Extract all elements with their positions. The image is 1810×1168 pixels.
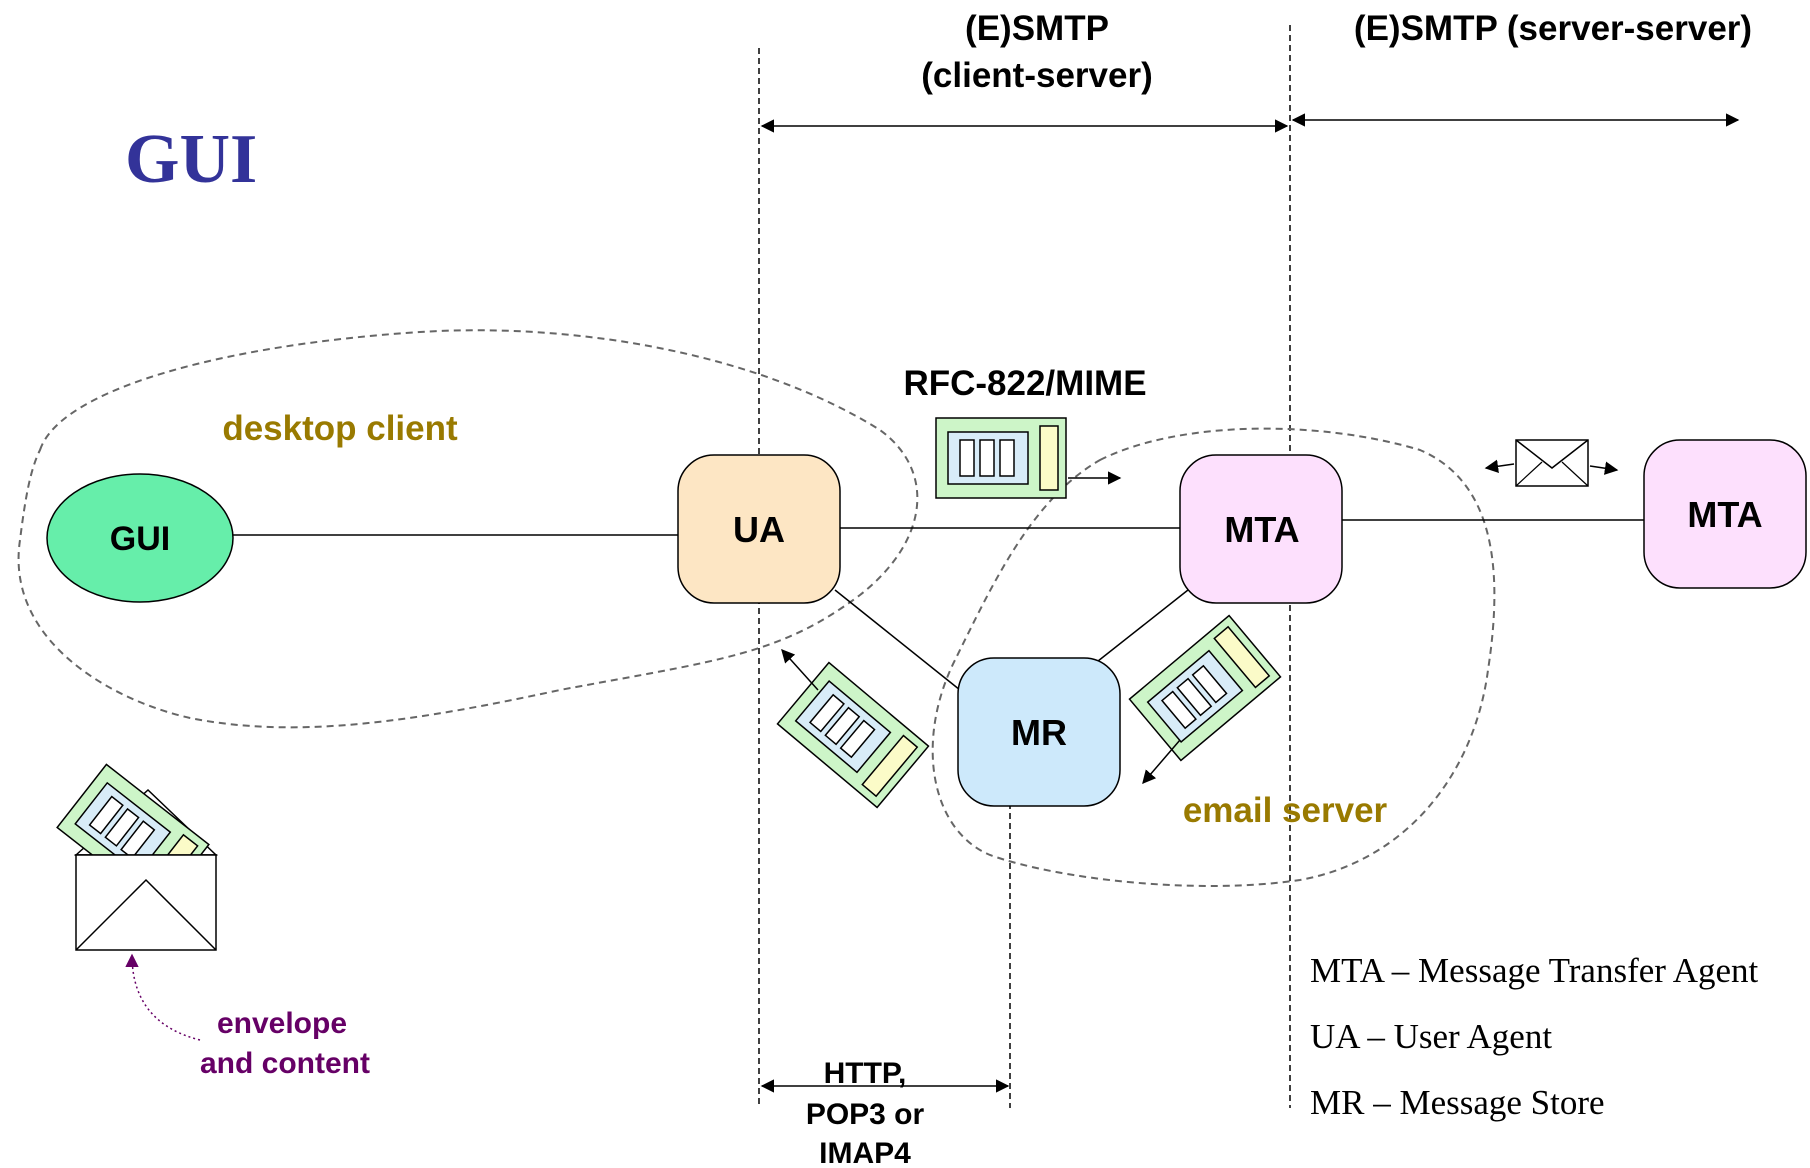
message-to-ua-arrow <box>781 648 819 691</box>
desktop-client-label: desktop client <box>222 409 458 448</box>
rfc822-label: RFC-822/MIME <box>903 364 1146 403</box>
page-title: GUI <box>125 121 257 198</box>
desktop-client-region <box>17 329 919 729</box>
envelope-with-content-icon <box>56 763 218 951</box>
ua-node-label: UA <box>733 509 785 550</box>
envelope-note-line1: envelope <box>217 1007 347 1040</box>
message-to-mr-icon <box>1128 614 1282 762</box>
mr-node <box>957 657 1121 807</box>
protocol-client-server-line2: (client-server) <box>921 56 1152 95</box>
rfc822-message-icon <box>935 417 1067 499</box>
protocol-access-line3: IMAP4 <box>819 1137 911 1168</box>
legend-ua: UA – User Agent <box>1310 1017 1552 1056</box>
ua-node <box>677 454 841 604</box>
legend-mta: MTA – Message Transfer Agent <box>1310 951 1759 990</box>
email-server-region <box>931 427 1496 887</box>
legend-mr: MR – Message Store <box>1310 1083 1605 1122</box>
link-mta-mr <box>1092 589 1189 666</box>
protocol-server-server: (E)SMTP (server-server) <box>1354 9 1752 48</box>
envelope-pointer-arrow <box>125 953 201 1041</box>
mta-remote-node <box>1643 439 1807 589</box>
gui-node <box>46 473 234 603</box>
protocol-client-server-line1: (E)SMTP <box>965 9 1109 48</box>
message-to-mr-arrow <box>1142 739 1181 785</box>
protocol-access-line2: POP3 or <box>806 1098 925 1131</box>
mta-node-label: MTA <box>1224 509 1299 550</box>
small-envelope-icon <box>1515 439 1589 487</box>
mta-node <box>1179 454 1343 604</box>
mr-node-label: MR <box>1011 712 1067 753</box>
email-server-label: email server <box>1183 791 1388 830</box>
protocol-access-line1: HTTP, <box>824 1057 907 1090</box>
message-to-ua-icon <box>776 661 930 809</box>
mta-remote-node-label: MTA <box>1687 494 1762 535</box>
small-envelope-arrow-left <box>1484 459 1515 473</box>
envelope-note-line2: and content <box>200 1047 370 1080</box>
small-envelope-arrow-right <box>1589 461 1619 475</box>
link-ua-mr <box>834 589 961 691</box>
gui-node-label: GUI <box>110 520 170 558</box>
